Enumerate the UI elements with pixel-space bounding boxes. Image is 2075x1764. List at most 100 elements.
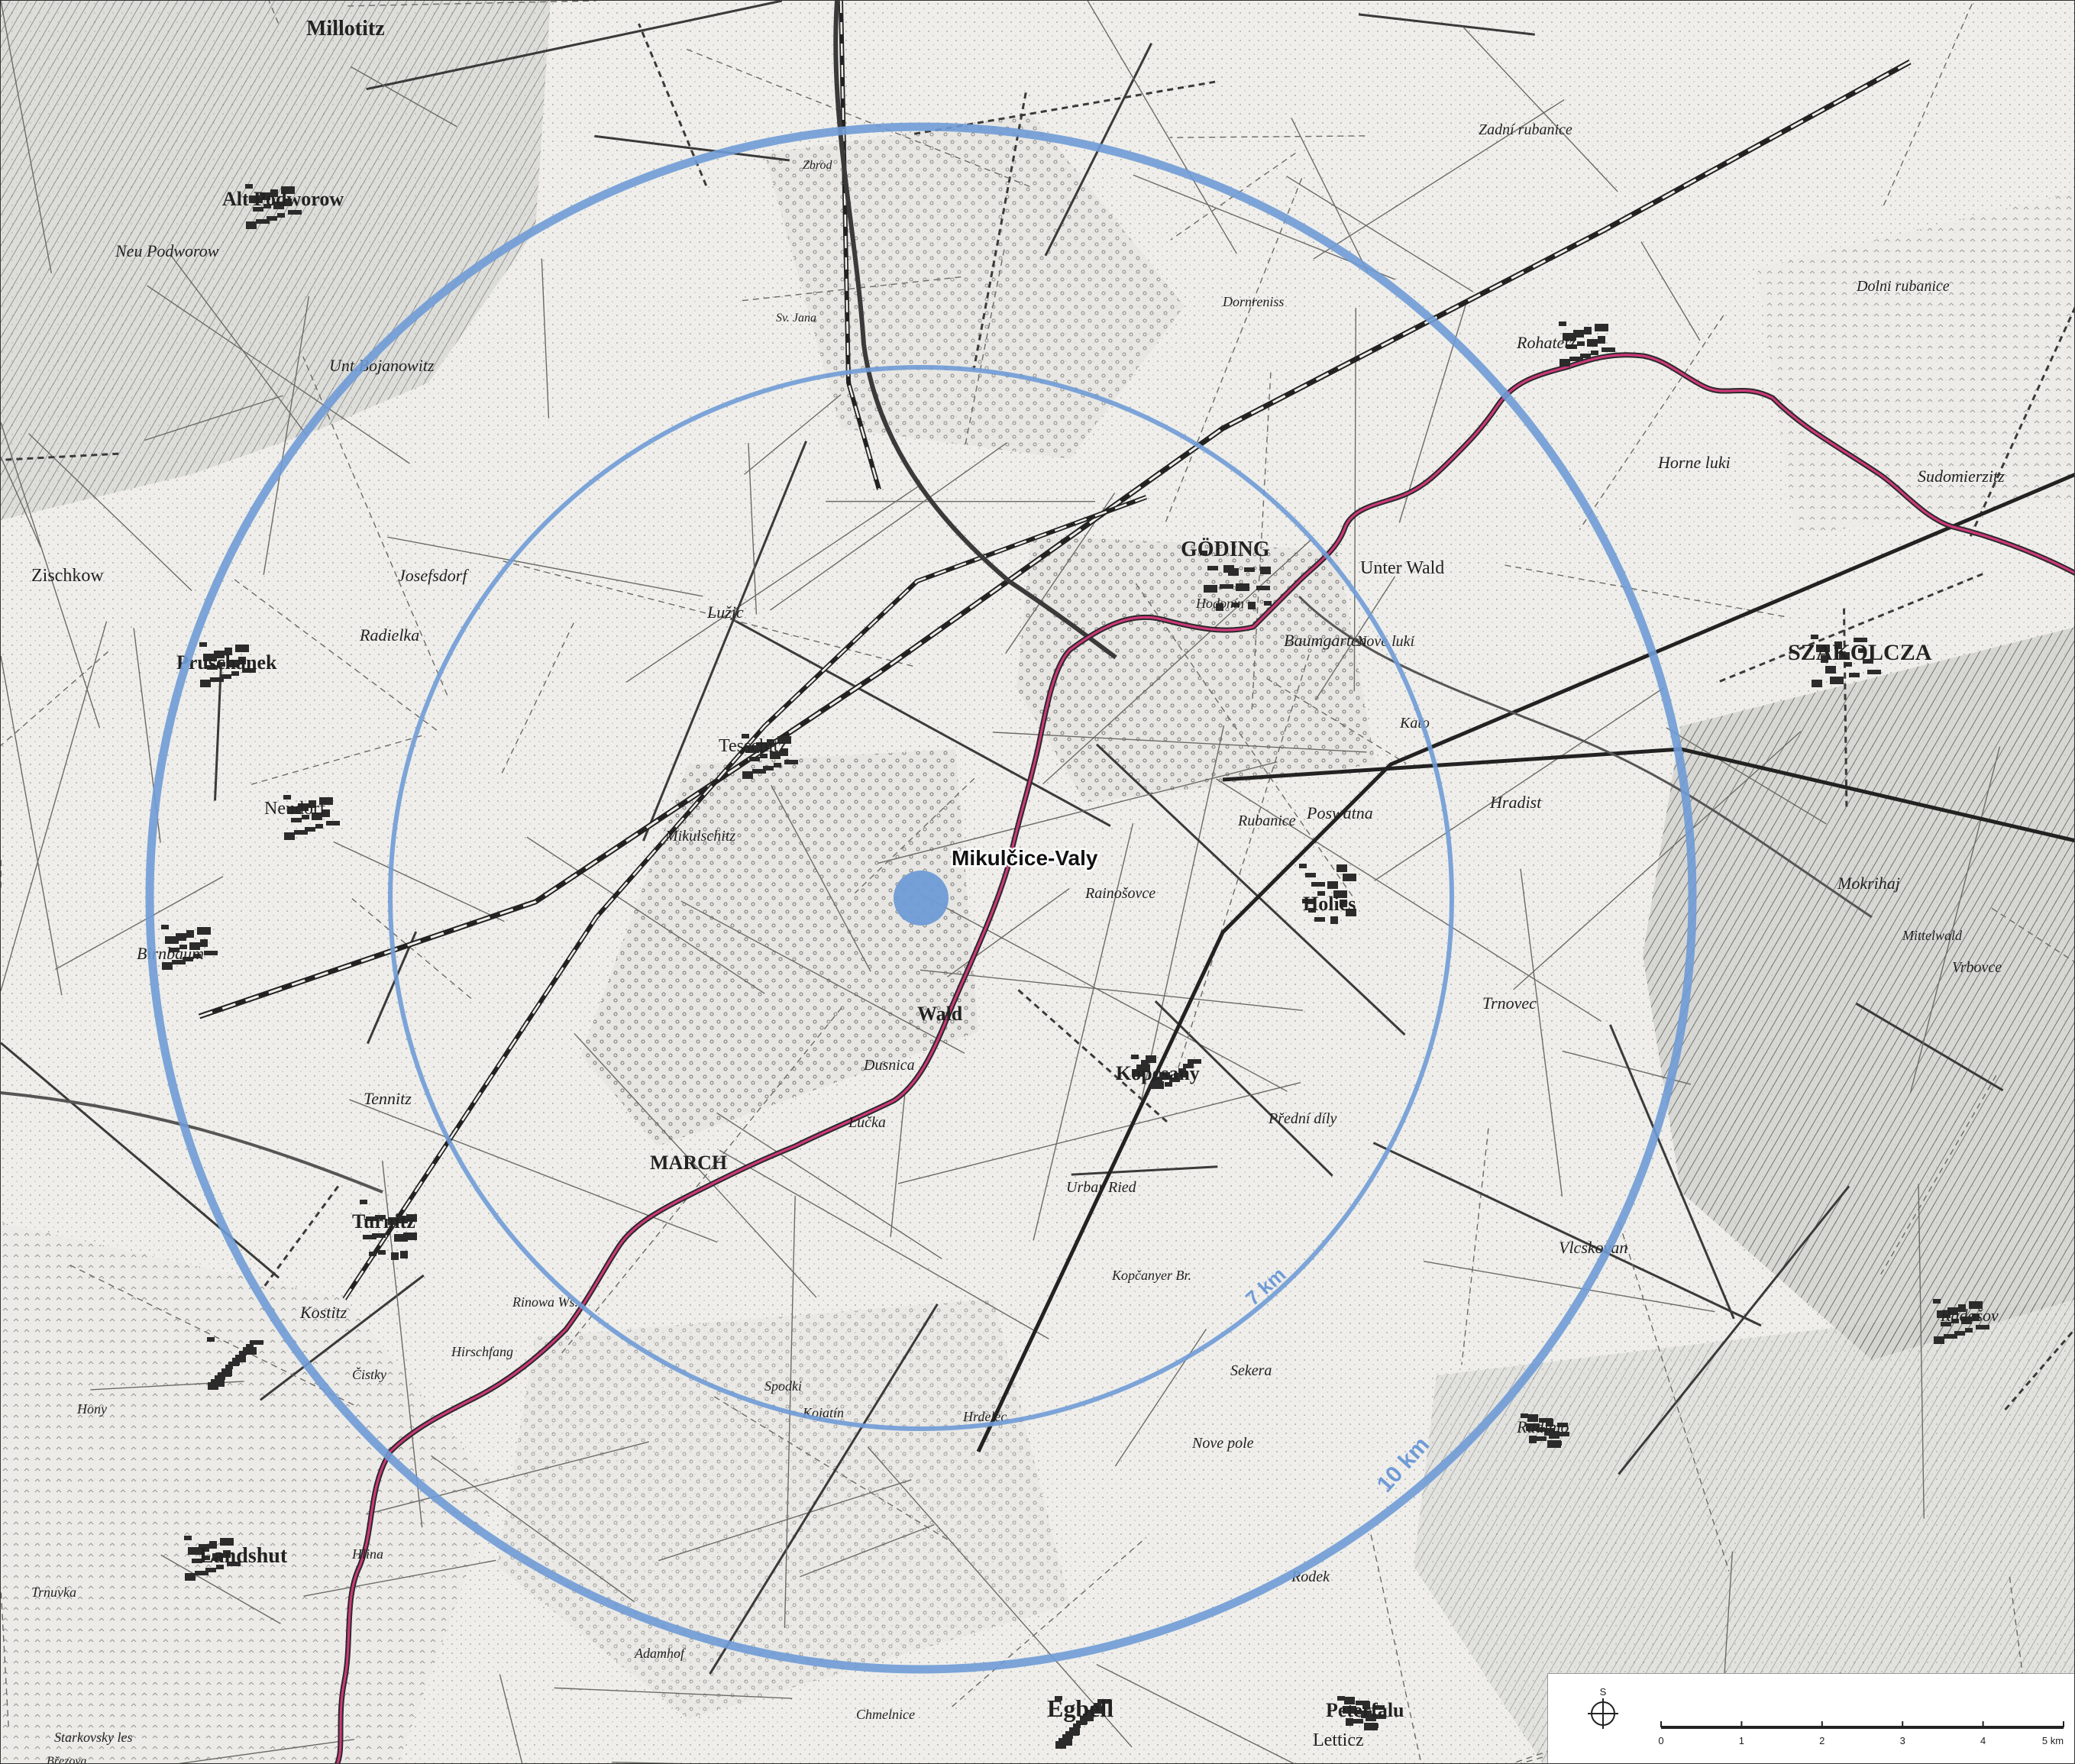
town-label: Turnitz xyxy=(352,1210,415,1233)
town-label: Vlcskovan xyxy=(1559,1238,1627,1257)
town-label: Rainošovce xyxy=(1084,885,1155,902)
town-label: Starkovsky les xyxy=(54,1730,132,1745)
town-label: Holics xyxy=(1303,893,1356,915)
town-label: Čistky xyxy=(352,1366,386,1382)
town-label: Hradist xyxy=(1489,793,1542,812)
settlement-block xyxy=(245,184,302,229)
town-label: Zbrod xyxy=(803,159,833,172)
settlement-block xyxy=(207,1337,263,1390)
site-label: Mikulčice-Valy xyxy=(952,846,1098,870)
town-label: Kopčanyer Br. xyxy=(1111,1268,1191,1283)
town-label: Dornreniss xyxy=(1222,294,1284,309)
town-label: Dusnica xyxy=(863,1057,915,1074)
settlement-block xyxy=(742,734,798,779)
scale-tick-label: 5 km xyxy=(2042,1735,2064,1746)
site-marker[interactable]: Mikulčice-Valy xyxy=(894,845,1100,926)
town-label: Lučka xyxy=(848,1114,886,1131)
town-label: Rubanice xyxy=(1237,813,1296,829)
town-label: Adamhof xyxy=(634,1646,687,1661)
town-label: Dolni rubanice xyxy=(1856,278,1950,295)
town-label: Egbell xyxy=(1047,1695,1113,1722)
settlement-block xyxy=(1200,551,1272,611)
town-label: Radošov xyxy=(1940,1306,1999,1325)
town-label: Peterfalu xyxy=(1326,1699,1404,1721)
town-label: Trnovec xyxy=(1482,993,1537,1013)
town-label: Neudorf xyxy=(264,799,325,819)
settlement-block xyxy=(1521,1413,1569,1448)
town-label: Přední díly xyxy=(1268,1110,1337,1127)
town-label: Hodonín xyxy=(1195,596,1244,611)
town-label: Letticz xyxy=(1313,1730,1364,1750)
town-label: Landshut xyxy=(199,1544,288,1568)
town-label: Unter Wald xyxy=(1360,558,1444,578)
town-label: Mikulschitz xyxy=(664,828,735,845)
town-label: Tesschitz xyxy=(719,736,787,756)
scale-tick-label: 2 xyxy=(1819,1735,1825,1746)
town-label: Lužic xyxy=(706,603,744,622)
scale-tick-label: 0 xyxy=(1658,1735,1663,1746)
town-label: Kopcsany xyxy=(1116,1062,1200,1084)
settlement-block xyxy=(1811,635,1881,687)
town-label: Nove pole xyxy=(1191,1435,1254,1452)
settlement-block xyxy=(283,795,340,840)
town-label: Mokrihaj xyxy=(1837,874,1900,893)
town-label: Wald xyxy=(917,1003,963,1025)
town-label: Chmelnice xyxy=(856,1707,915,1722)
town-label: Hrdelec xyxy=(962,1409,1007,1424)
town-label: Birnbaum xyxy=(137,944,204,963)
settlement-block xyxy=(1055,1696,1111,1749)
settlement-block xyxy=(1337,1696,1386,1730)
town-label: Hony xyxy=(76,1401,107,1417)
state-border xyxy=(335,352,2074,1763)
scale-tick-label: 4 xyxy=(1980,1735,1986,1746)
settlement-block xyxy=(161,925,218,970)
town-label: GÖDING xyxy=(1181,538,1270,561)
ring-10km xyxy=(145,122,1697,1674)
town-label: Alt Podworow xyxy=(222,188,344,210)
town-label: Neu Podworow xyxy=(115,241,219,260)
settlement-blocks xyxy=(161,184,1989,1749)
town-label: Josefsdorf xyxy=(398,566,469,585)
town-label: Kostitz xyxy=(299,1303,347,1322)
town-label: Baumgarten xyxy=(1284,631,1367,650)
town-label: Radielka xyxy=(359,625,419,645)
scale-tick-label: 3 xyxy=(1900,1735,1905,1746)
town-label: Poswatna xyxy=(1306,803,1373,822)
town-label: Zischkow xyxy=(31,566,104,586)
town-label: Urbar Ried xyxy=(1066,1179,1137,1196)
town-label: Spodki xyxy=(764,1378,802,1394)
settlement-block xyxy=(1559,321,1615,367)
town-label: Horne luki xyxy=(1657,453,1731,472)
town-label: SZAKOLCZA xyxy=(1788,640,1932,665)
town-label: Rohatetz xyxy=(1516,333,1576,352)
town-label: Radimo xyxy=(1516,1417,1569,1436)
north-label: S xyxy=(1600,1686,1607,1698)
town-label: Mittelwald xyxy=(1902,928,1963,943)
town-label: Trnuvka xyxy=(31,1585,76,1600)
town-label: Hirschfang xyxy=(451,1344,513,1359)
town-label: Hlina xyxy=(351,1546,383,1562)
rivers xyxy=(1,1,1873,1194)
ring-7km xyxy=(388,365,1454,1431)
town-label: Zadní rubanice xyxy=(1479,121,1572,138)
town-label: Millotitz xyxy=(306,17,385,40)
settlement-block xyxy=(360,1200,417,1260)
settlement-block xyxy=(199,642,256,687)
town-label: Sekera xyxy=(1230,1362,1272,1379)
town-label: Březova xyxy=(47,1755,86,1764)
settlement-block xyxy=(1933,1299,1989,1344)
settlement-block xyxy=(184,1536,241,1581)
town-label: MARCH xyxy=(650,1152,727,1174)
town-label: Unt.Bojanowitz xyxy=(329,356,435,375)
town-label: Tennitz xyxy=(364,1089,412,1108)
site-dot[interactable] xyxy=(894,871,949,926)
town-label: Rinowa Ws. xyxy=(512,1294,578,1310)
town-label: Sudomierzitz xyxy=(1918,467,2005,486)
town-label: Vrbovce xyxy=(1952,959,2002,976)
town-label: Sv. Jana xyxy=(776,312,816,325)
